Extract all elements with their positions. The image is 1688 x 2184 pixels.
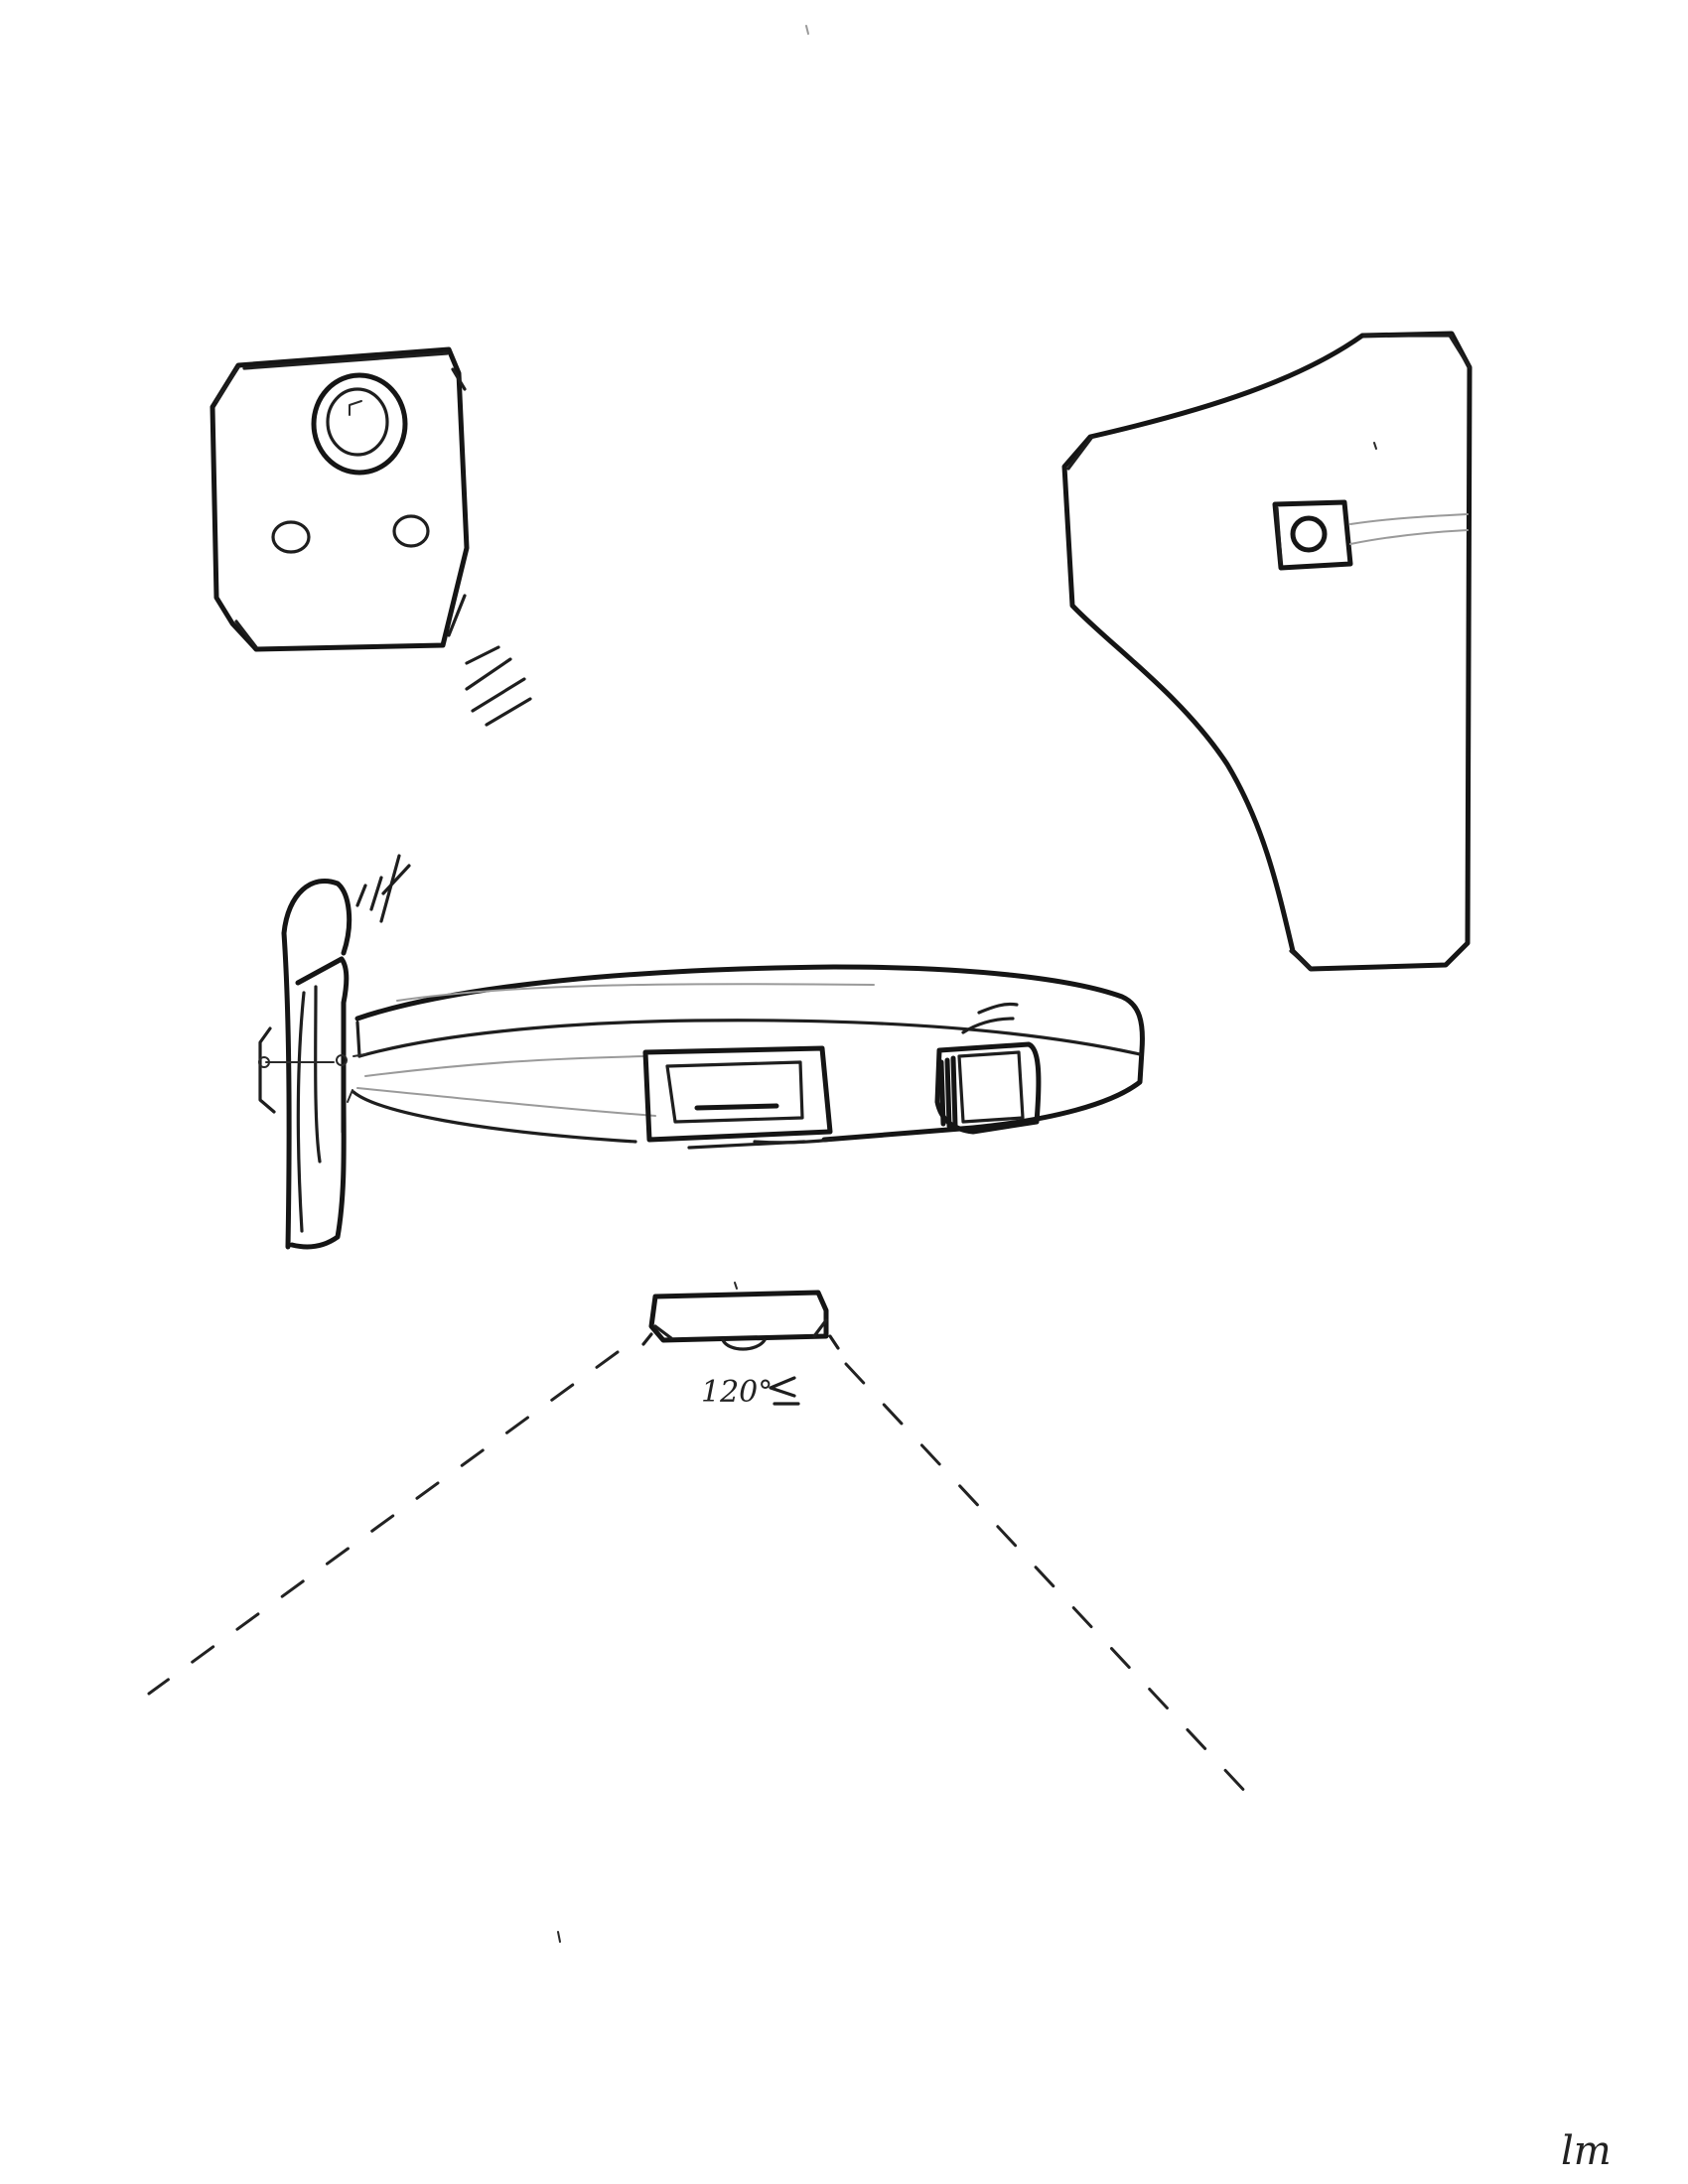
sensor-right-icon xyxy=(394,516,428,546)
stray-mark xyxy=(806,26,808,34)
camera-front-view xyxy=(212,349,530,725)
field-of-view-lines xyxy=(149,1352,1263,1811)
holster-side-view xyxy=(1064,334,1470,969)
camera-side-view xyxy=(259,856,409,1247)
wireless-signal-icon xyxy=(467,647,530,725)
fov-annotation: 120° xyxy=(701,1375,798,1410)
stray-mark xyxy=(558,1932,560,1942)
lens-icon xyxy=(314,375,405,473)
belt-assembly xyxy=(259,856,1142,1247)
vibration-marks-icon xyxy=(357,856,409,921)
belt-clip xyxy=(937,1004,1039,1132)
clip-mount-icon xyxy=(1275,502,1350,568)
signature: lm xyxy=(1561,2128,1612,2174)
sensor-left-icon xyxy=(273,522,309,552)
belt-slider xyxy=(645,1048,830,1148)
fov-label: 120° xyxy=(701,1375,773,1410)
camera-top-view xyxy=(643,1283,838,1349)
